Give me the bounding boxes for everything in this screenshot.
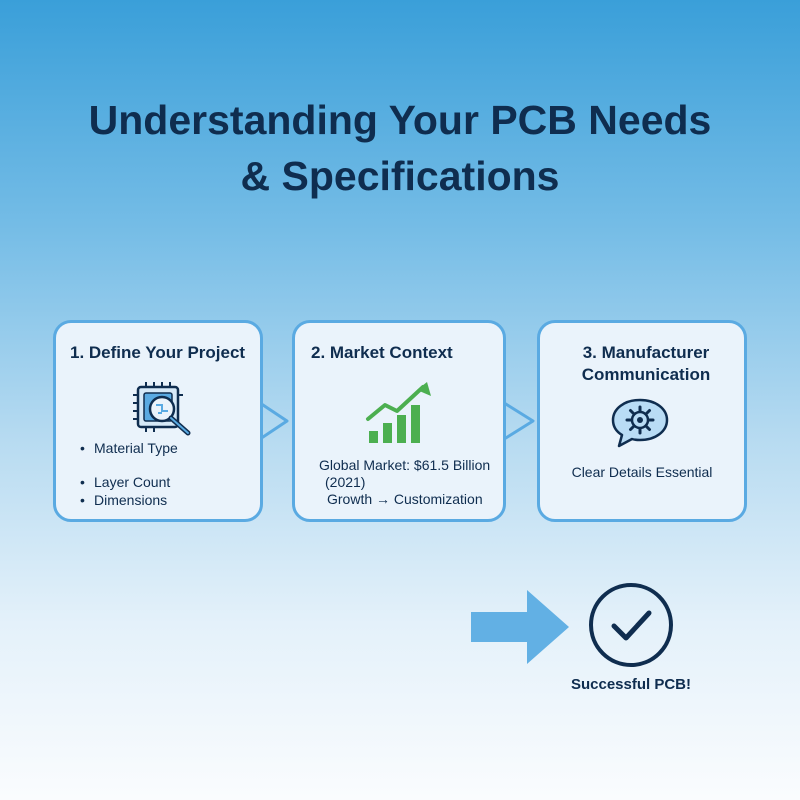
communication-note: Clear Details Essential [571,464,713,480]
bullet-layer-count: Layer Count [80,473,178,491]
step-title: 3. Manufacturer Communication [581,343,711,384]
connector-arrow-2 [500,399,535,443]
outcome-label: Successful PCB! [570,676,692,693]
checkmark-circle-icon [589,583,673,667]
growth-chart-icon [366,382,431,443]
bullet-material-type: Material Type [80,439,178,457]
page-title-line-1: Understanding Your PCB Needs [88,97,712,143]
step-card-market-context: 2. Market Context Global Market: $61.5 B… [292,320,506,522]
step-title: 2. Market Context [311,343,453,362]
outcome-arrow-icon [471,590,569,664]
page-title: Understanding Your PCB Needs & Specifica… [0,92,800,204]
step-title: 1. Define Your Project [70,343,246,362]
step-card-manufacturer-communication: 3. Manufacturer Communication Clear Deta… [537,320,747,522]
connector-arrow-1 [256,399,289,443]
spec-bullet-list: Material Type Layer Count Dimensions [80,439,178,509]
step-card-define-project: 1. Define Your Project Material Type Lay… [53,320,263,522]
bullet-dimensions: Dimensions [80,491,178,509]
chat-gear-icon [611,398,669,448]
chip-magnifier-icon [133,382,191,436]
market-size-text: Global Market: $61.5 Billion (2021) [319,457,499,491]
market-year-line: (2021) [325,474,366,490]
page-title-line-2: & Specifications [240,153,560,199]
growth-trend-text: Growth → Customization [327,491,483,507]
market-size-line: Global Market: $61.5 Billion [319,457,491,473]
